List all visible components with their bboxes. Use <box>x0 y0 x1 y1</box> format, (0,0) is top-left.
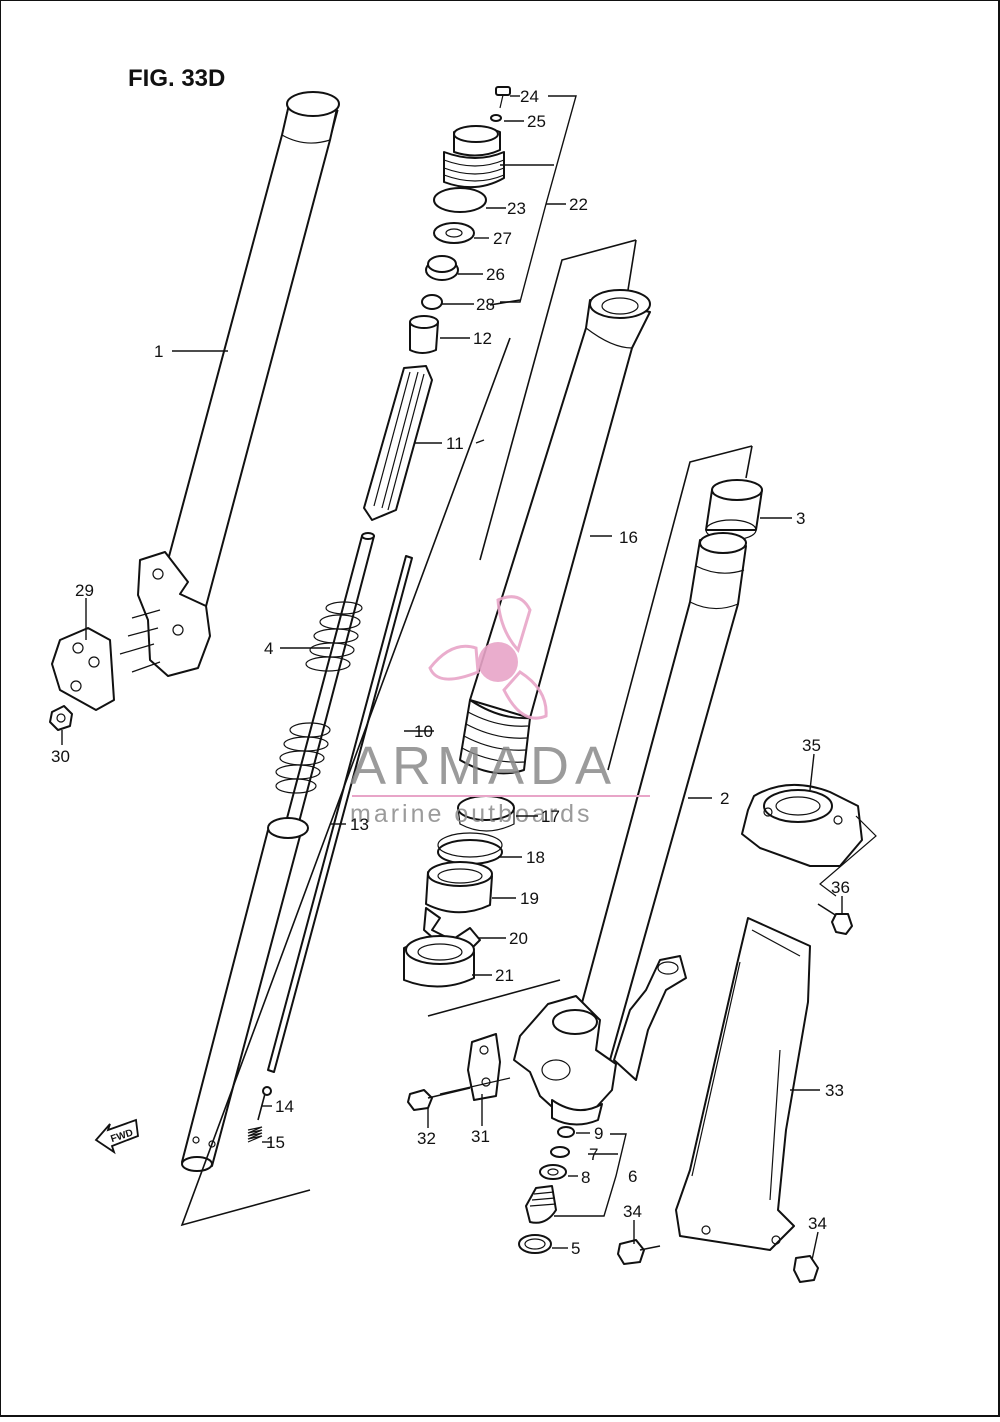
callout-27: 27 <box>493 229 512 248</box>
part-10-rod[interactable] <box>267 555 413 1073</box>
part-28-ring[interactable] <box>421 294 443 310</box>
watermark-brand: ARMADA <box>350 736 617 796</box>
callout-29: 29 <box>75 581 94 600</box>
propeller-icon <box>428 595 548 720</box>
callout-21: 21 <box>495 966 514 985</box>
callout-25: 25 <box>527 112 546 131</box>
callout-15: 15 <box>266 1133 285 1152</box>
fwd-arrow: FWD <box>94 1118 139 1155</box>
part-26-spring-seat[interactable] <box>425 255 459 281</box>
part-5-gasket[interactable] <box>518 1234 552 1254</box>
assembly-outline-clamp <box>819 815 877 897</box>
part-34-bolt-left[interactable] <box>617 1239 661 1265</box>
callout-2: 2 <box>720 789 729 808</box>
assembly-outline-right <box>607 445 753 771</box>
part-9-washer[interactable] <box>557 1126 575 1138</box>
callout-9: 9 <box>594 1124 603 1143</box>
callout-34-left: 34 <box>623 1202 642 1221</box>
callout-labels: 1 2 3 4 5 6 7 8 9 10 11 12 13 14 15 16 1… <box>51 87 850 1258</box>
part-22-cap-bolt[interactable] <box>443 125 505 189</box>
part-13-inner-tube[interactable] <box>181 817 309 1172</box>
callout-11: 11 <box>446 434 464 453</box>
part-29-lower-clamp[interactable] <box>51 551 211 711</box>
part-32-bolt[interactable] <box>407 1087 471 1111</box>
part-35-clamp[interactable] <box>741 783 863 867</box>
part-6-bolt[interactable] <box>525 1185 557 1224</box>
part-34-bolt-right[interactable] <box>793 1255 819 1283</box>
figure-title: FIG. 33D <box>128 65 225 92</box>
part-31-bracket[interactable] <box>439 1033 511 1101</box>
part-2-lower-tube[interactable] <box>513 532 747 1126</box>
part-7-oring[interactable] <box>550 1146 570 1158</box>
callout-6: 6 <box>628 1167 637 1186</box>
callout-16: 16 <box>619 528 638 547</box>
callout-22: 22 <box>569 195 588 214</box>
callout-14: 14 <box>275 1097 294 1116</box>
part-12-nut[interactable] <box>409 315 439 354</box>
callout-13: 13 <box>350 815 369 834</box>
part-24-screw[interactable] <box>495 86 511 109</box>
callout-7: 7 <box>589 1145 598 1164</box>
callout-17: 17 <box>541 807 560 826</box>
part-33-fork-guard[interactable] <box>675 917 811 1251</box>
callout-35: 35 <box>802 736 821 755</box>
watermark-logo: ARMADA marine outboards <box>350 595 650 828</box>
assembly-outline-middle <box>427 239 637 1017</box>
callout-3: 3 <box>796 509 805 528</box>
part-27-washer[interactable] <box>433 222 475 244</box>
part-21-dust-seal[interactable] <box>403 935 475 988</box>
callout-33: 33 <box>825 1081 844 1100</box>
callout-34-right: 34 <box>808 1214 827 1233</box>
callout-31: 31 <box>471 1127 490 1146</box>
callout-24: 24 <box>520 87 539 106</box>
watermark-tagline: marine outboards <box>350 800 593 828</box>
callout-36: 36 <box>831 878 850 897</box>
callout-10: 10 <box>414 722 433 741</box>
part-16-outer-tube[interactable] <box>459 289 651 775</box>
callout-4: 4 <box>264 639 273 658</box>
part-19-bushing[interactable] <box>425 861 493 914</box>
part-15-spring[interactable] <box>247 1126 263 1143</box>
part-25-oring[interactable] <box>490 114 502 122</box>
part-18-ring[interactable] <box>437 832 503 865</box>
callout-18: 18 <box>526 848 545 867</box>
part-11-spacer[interactable] <box>363 365 433 521</box>
callout-8: 8 <box>581 1168 590 1187</box>
part-36-bolt[interactable] <box>817 903 853 935</box>
part-3-bushing[interactable] <box>705 479 763 541</box>
callout-5: 5 <box>571 1239 580 1258</box>
callout-1: 1 <box>154 342 163 361</box>
callout-28: 28 <box>476 295 495 314</box>
part-23-oring[interactable] <box>433 187 487 213</box>
callout-30: 30 <box>51 747 70 766</box>
callout-20: 20 <box>509 929 528 948</box>
callout-12: 12 <box>473 329 492 348</box>
callout-32: 32 <box>417 1129 436 1148</box>
callout-19: 19 <box>520 889 539 908</box>
part-30-nut[interactable] <box>49 705 73 731</box>
part-14-pin[interactable] <box>257 1086 272 1121</box>
part-8-washer[interactable] <box>539 1164 567 1180</box>
leader-lines <box>61 95 843 1261</box>
callout-26: 26 <box>486 265 505 284</box>
callout-23: 23 <box>507 199 526 218</box>
